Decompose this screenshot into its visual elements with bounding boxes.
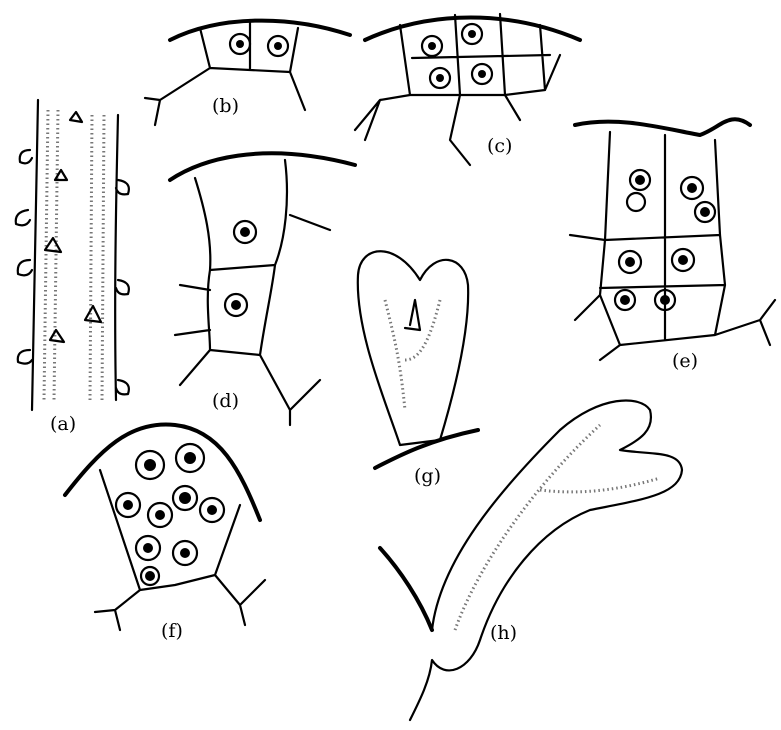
panel-c-cells bbox=[353, 12, 582, 167]
panel-g-embryo bbox=[356, 250, 480, 470]
label-e: (e) bbox=[672, 350, 699, 372]
label-a: (a) bbox=[50, 413, 77, 435]
panel-b-cells bbox=[143, 18, 352, 127]
label-d: (d) bbox=[212, 390, 239, 412]
label-g: (g) bbox=[414, 465, 441, 487]
label-b: (b) bbox=[212, 95, 239, 117]
panel-a-stem bbox=[14, 98, 130, 412]
label-h: (h) bbox=[490, 622, 518, 644]
panel-f-cells bbox=[63, 422, 267, 632]
panel-d-cells bbox=[168, 151, 357, 427]
panel-h-embryo bbox=[378, 399, 684, 722]
panel-e-cells bbox=[568, 117, 777, 362]
label-f: (f) bbox=[161, 620, 183, 642]
label-c: (c) bbox=[487, 135, 513, 157]
